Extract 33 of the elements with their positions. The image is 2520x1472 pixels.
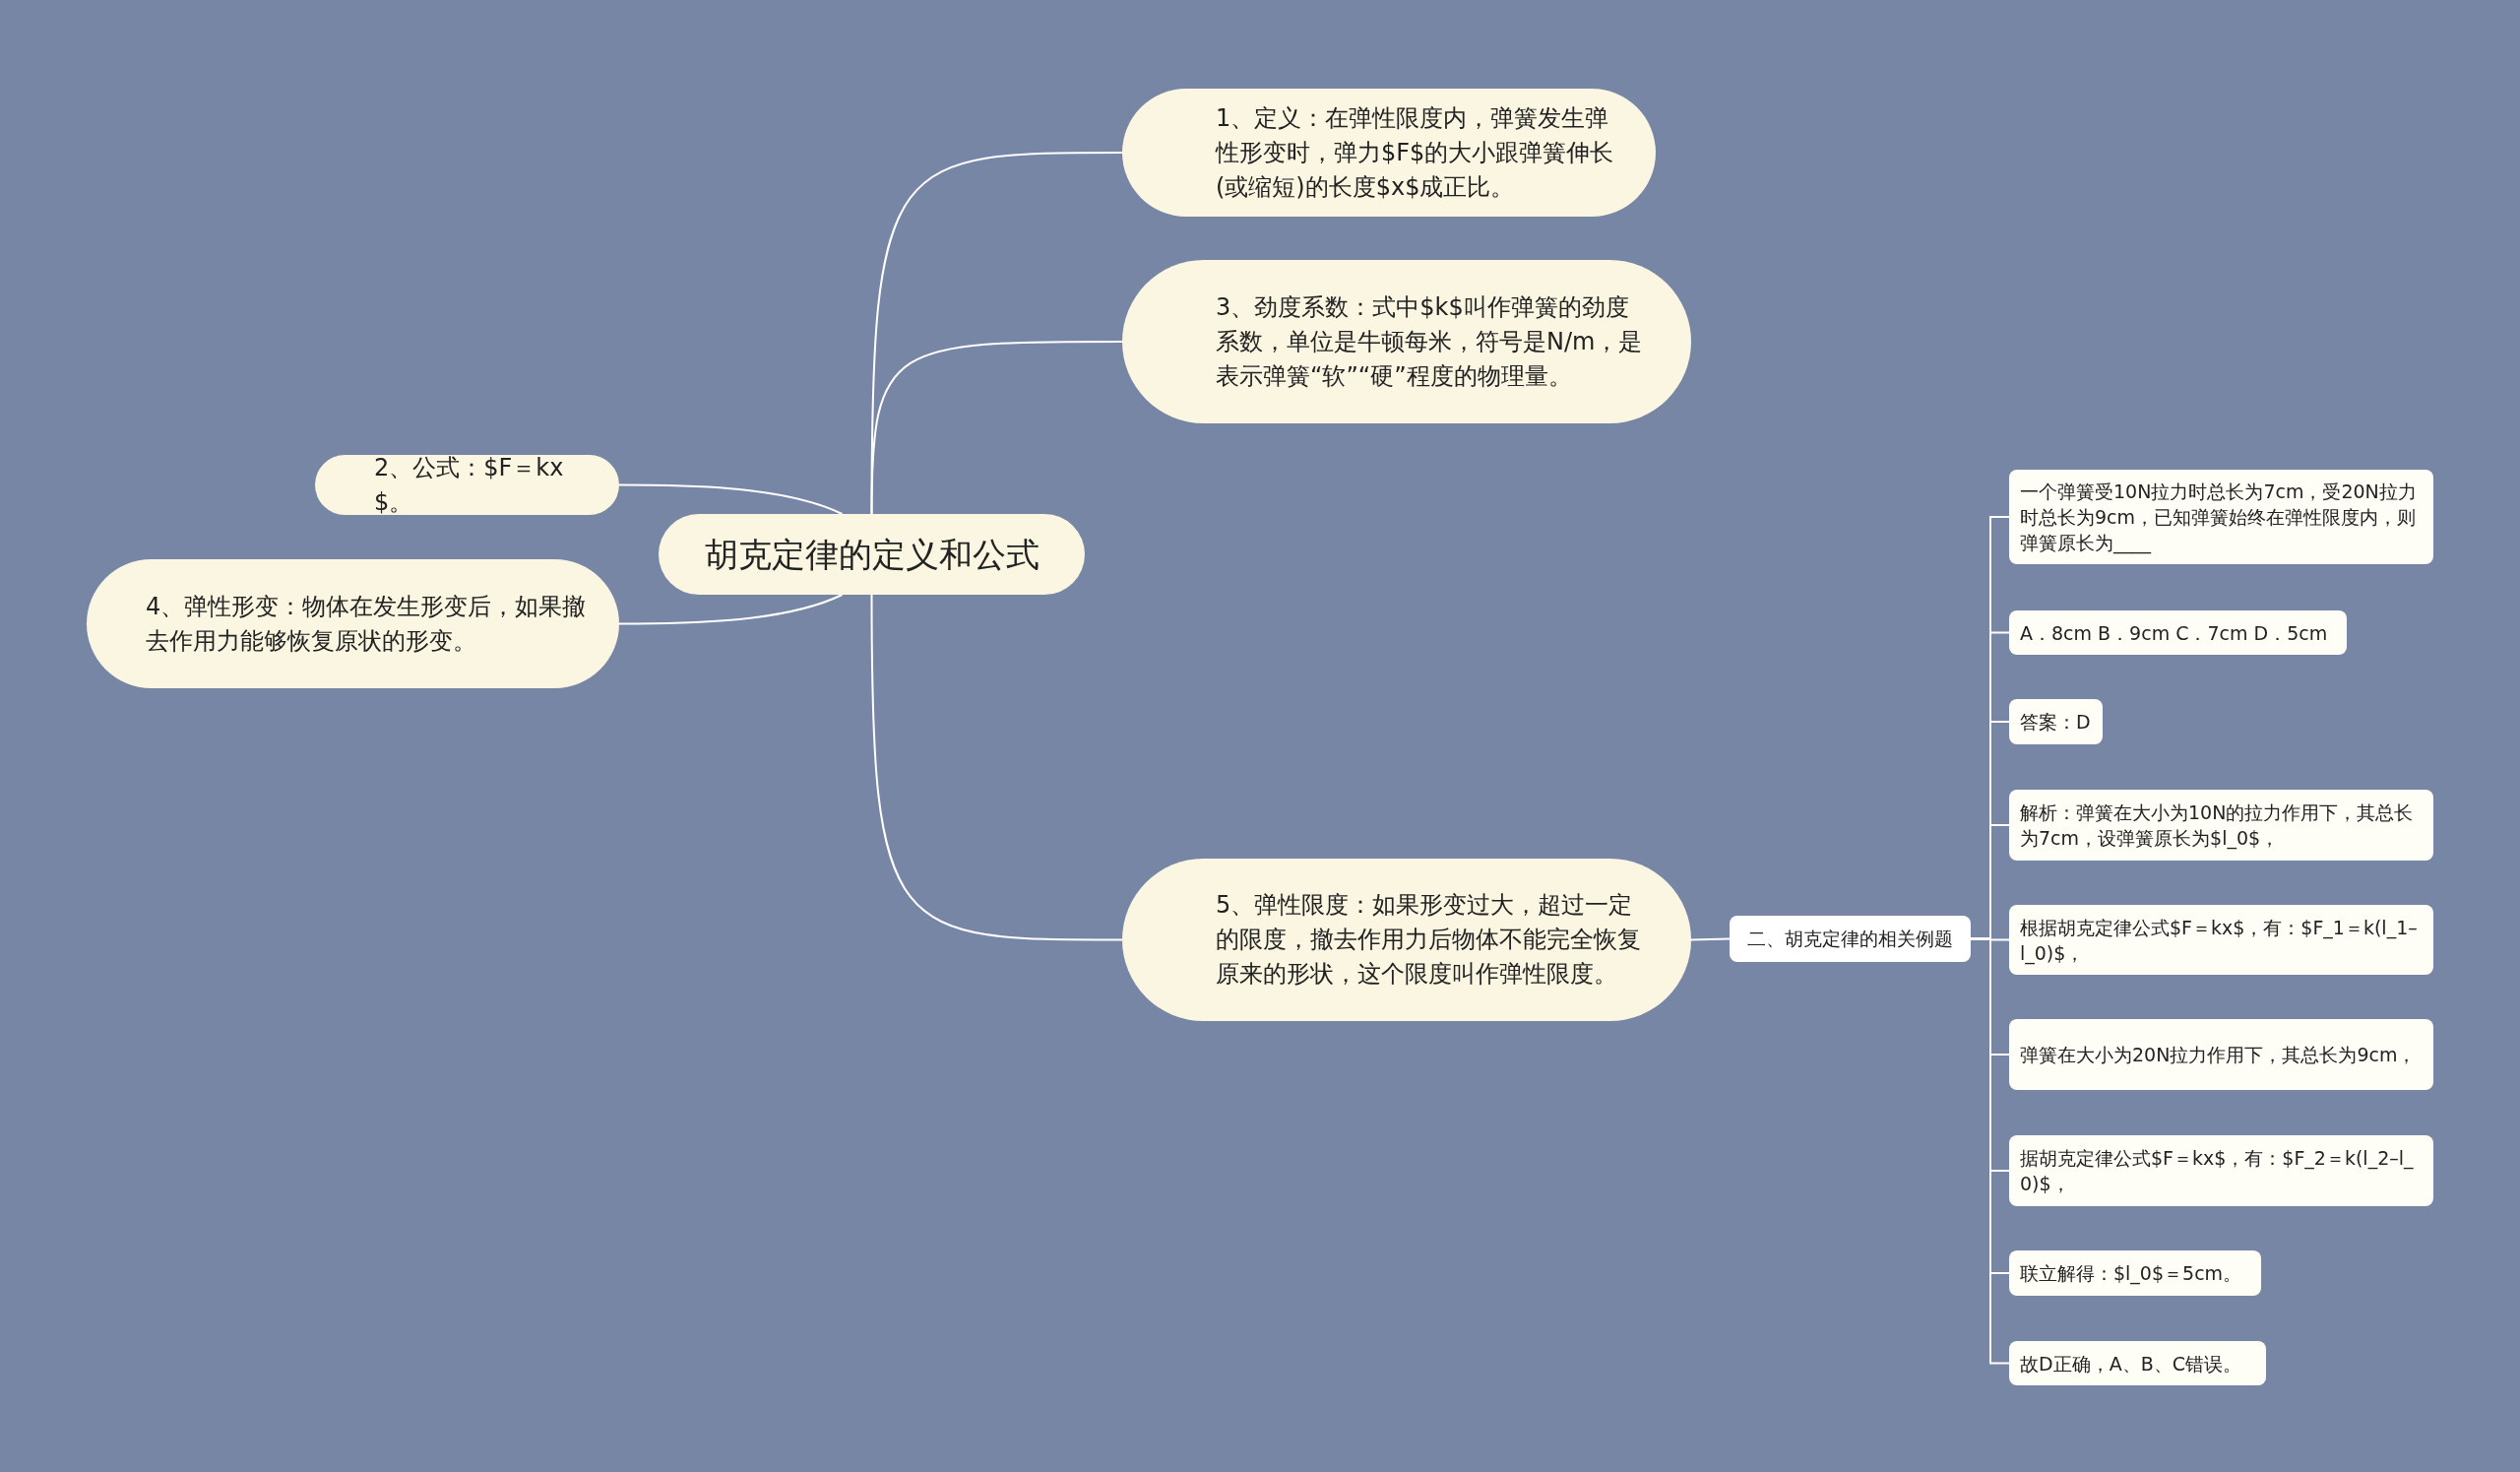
subtopic-node	[1730, 916, 1971, 962]
detail-card	[2009, 905, 2433, 975]
topic-node	[315, 455, 619, 515]
node-text: 答案：D	[2020, 710, 2091, 735]
node-text: 弹簧在大小为20N拉力作用下，其总长为9cm，	[2020, 1043, 2417, 1067]
connector-line	[1690, 937, 1731, 941]
node-text: 解析：弹簧在大小为10N的拉力作用下，其总长为7cm，设弹簧原长为$l_0$，	[2020, 800, 2415, 851]
detail-card	[2009, 790, 2433, 861]
detail-card	[2009, 1341, 2266, 1385]
node-text: A．8cm B．9cm C．7cm D．5cm	[2020, 620, 2328, 646]
connector-line	[870, 341, 1123, 515]
detail-card	[2009, 699, 2103, 744]
node-text: 联立解得：$l_0$＝5cm。	[2020, 1261, 2242, 1286]
detail-card	[2009, 1135, 2433, 1206]
detail-card	[2009, 470, 2433, 564]
connector-line	[870, 152, 1123, 515]
connector-line	[618, 483, 844, 515]
connector-line	[618, 594, 844, 625]
detail-card	[2009, 610, 2347, 655]
node-text: 3、劲度系数：式中$k$叫作弹簧的劲度系数，单位是牛顿每米，符号是N/m，是表示弹簧“软”“硬”程度的物理量。	[1216, 291, 1644, 392]
node-text: 二、胡克定律的相关例题	[1747, 927, 1953, 952]
node-text: 根据胡克定律公式$F＝kx$，有：$F_1＝k(l_1–l_0)$，	[2020, 915, 2419, 966]
node-text: 一个弹簧受10N拉力时总长为7cm，受20N拉力时总长为9cm，已知弹簧始终在弹性限度内，则弹簧原长为____	[2020, 480, 2418, 555]
node-text: 故D正确，A、B、C错误。	[2020, 1351, 2241, 1376]
node-text: 5、弹性限度：如果形变过大，超过一定的限度，撤去作用力后物体不能完全恢复原来的形状，这个限度叫作弹性限度。	[1216, 890, 1642, 990]
connector-line	[870, 594, 1123, 941]
node-text: 1、定义：在弹性限度内，弹簧发生弹性形变时，弹力$F$的大小跟弹簧伸长(或缩短)的长度$x$成正比。	[1216, 102, 1615, 203]
node-text: 2、公式：$F＝kx$。	[374, 452, 565, 518]
detail-card	[2009, 1250, 2261, 1296]
node-text: 据胡克定律公式$F＝kx$，有：$F_2＝k(l_2–l_0)$，	[2020, 1146, 2415, 1196]
node-text: 胡克定律的定义和公式	[704, 533, 1040, 576]
node-text: 4、弹性形变：物体在发生形变后，如果撤去作用力能够恢复原状的形变。	[146, 591, 588, 657]
detail-card	[2009, 1019, 2433, 1090]
